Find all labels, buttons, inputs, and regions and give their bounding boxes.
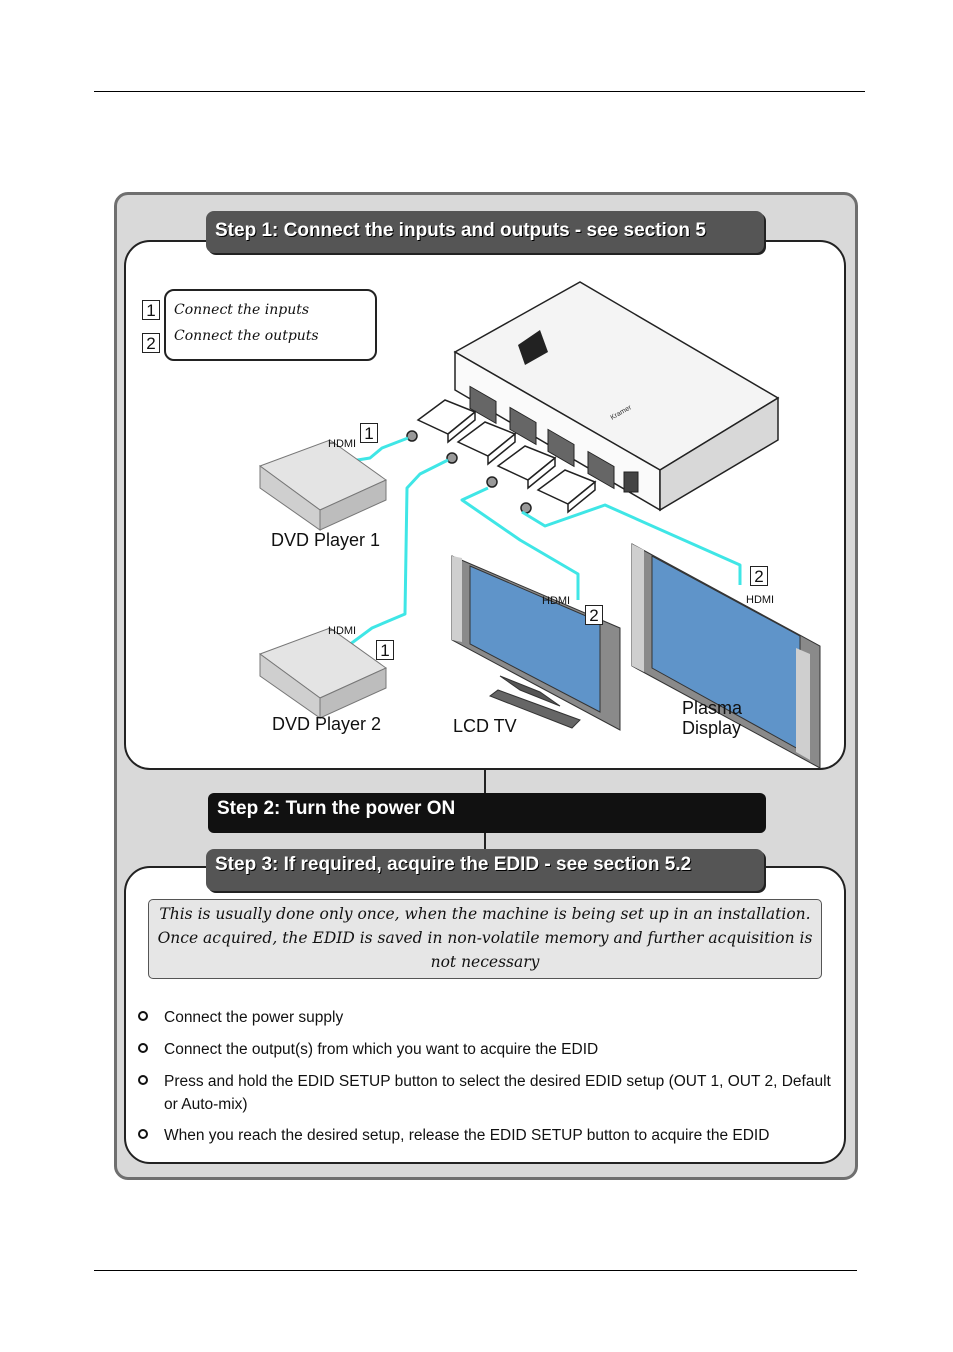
hdmi-label-plasma: HDMI bbox=[746, 594, 775, 606]
dvd-player-1-label: DVD Player 1 bbox=[271, 530, 381, 550]
footer-rule bbox=[94, 1270, 857, 1271]
hdmi-connector-out2 bbox=[520, 469, 597, 514]
cable-plasma bbox=[521, 503, 742, 585]
plasma-label-line2: Display bbox=[682, 718, 742, 738]
header-rule bbox=[94, 91, 865, 92]
dvd-player-2 bbox=[258, 627, 387, 719]
hdmi-label-dvd2: HDMI bbox=[328, 625, 357, 637]
switcher-device: Kramer bbox=[453, 281, 780, 512]
callout-1-dvd1: 1 bbox=[360, 423, 378, 443]
legend-text-2: Connect the outputs bbox=[174, 328, 319, 344]
bullet-text: Connect the power supply bbox=[164, 1009, 344, 1026]
edid-note-line2: Once acquired, the EDID is saved in non-… bbox=[157, 929, 813, 947]
hdmi-connector-in2 bbox=[446, 421, 517, 466]
step1-title: Step 1: Connect the inputs and outputs -… bbox=[206, 211, 764, 253]
callout-1-dvd2: 1 bbox=[376, 640, 394, 660]
hdmi-connector-in1 bbox=[406, 399, 477, 444]
dvd-player-2-label: DVD Player 2 bbox=[272, 714, 382, 734]
bullet-text: Press and hold the EDID SETUP button to … bbox=[164, 1073, 831, 1113]
step2-title: Step 2: Turn the power ON bbox=[208, 793, 766, 833]
connector-line-2 bbox=[484, 832, 486, 852]
bullet-text: When you reach the desired setup, releas… bbox=[164, 1127, 770, 1144]
edid-note-line1: This is usually done only once, when the… bbox=[159, 905, 811, 923]
bullet-text: Connect the output(s) from which you wan… bbox=[164, 1041, 599, 1058]
bullet-circle-icon bbox=[138, 1075, 148, 1085]
connector-line-1 bbox=[484, 768, 486, 794]
hdmi-connector-out1 bbox=[486, 445, 557, 490]
hdmi-label-lcd: HDMI bbox=[542, 595, 571, 607]
callout-2-lcd: 2 bbox=[585, 605, 603, 625]
lcd-tv bbox=[451, 555, 621, 731]
bullet-circle-icon bbox=[138, 1043, 148, 1053]
bullet-circle-icon bbox=[138, 1129, 148, 1139]
legend-num-1: 1 bbox=[142, 300, 160, 320]
edid-note: This is usually done only once, when the… bbox=[148, 899, 822, 979]
bullet-circle-icon bbox=[138, 1011, 148, 1021]
legend-text-1: Connect the inputs bbox=[174, 302, 310, 318]
step3-title: Step 3: If required, acquire the EDID - … bbox=[206, 849, 764, 891]
lcd-tv-label: LCD TV bbox=[453, 716, 517, 736]
legend-box bbox=[164, 289, 377, 361]
plasma-display bbox=[631, 543, 821, 769]
dvd-player-1 bbox=[258, 439, 387, 531]
callout-2-plasma: 2 bbox=[750, 566, 768, 586]
edid-note-line3: not necessary bbox=[430, 953, 540, 971]
cable-lcd bbox=[460, 486, 580, 600]
cable-dvd2 bbox=[344, 458, 449, 650]
hdmi-label-dvd1: HDMI bbox=[328, 438, 357, 450]
legend-num-2: 2 bbox=[142, 333, 160, 353]
plasma-label-line1: Plasma bbox=[682, 698, 743, 718]
